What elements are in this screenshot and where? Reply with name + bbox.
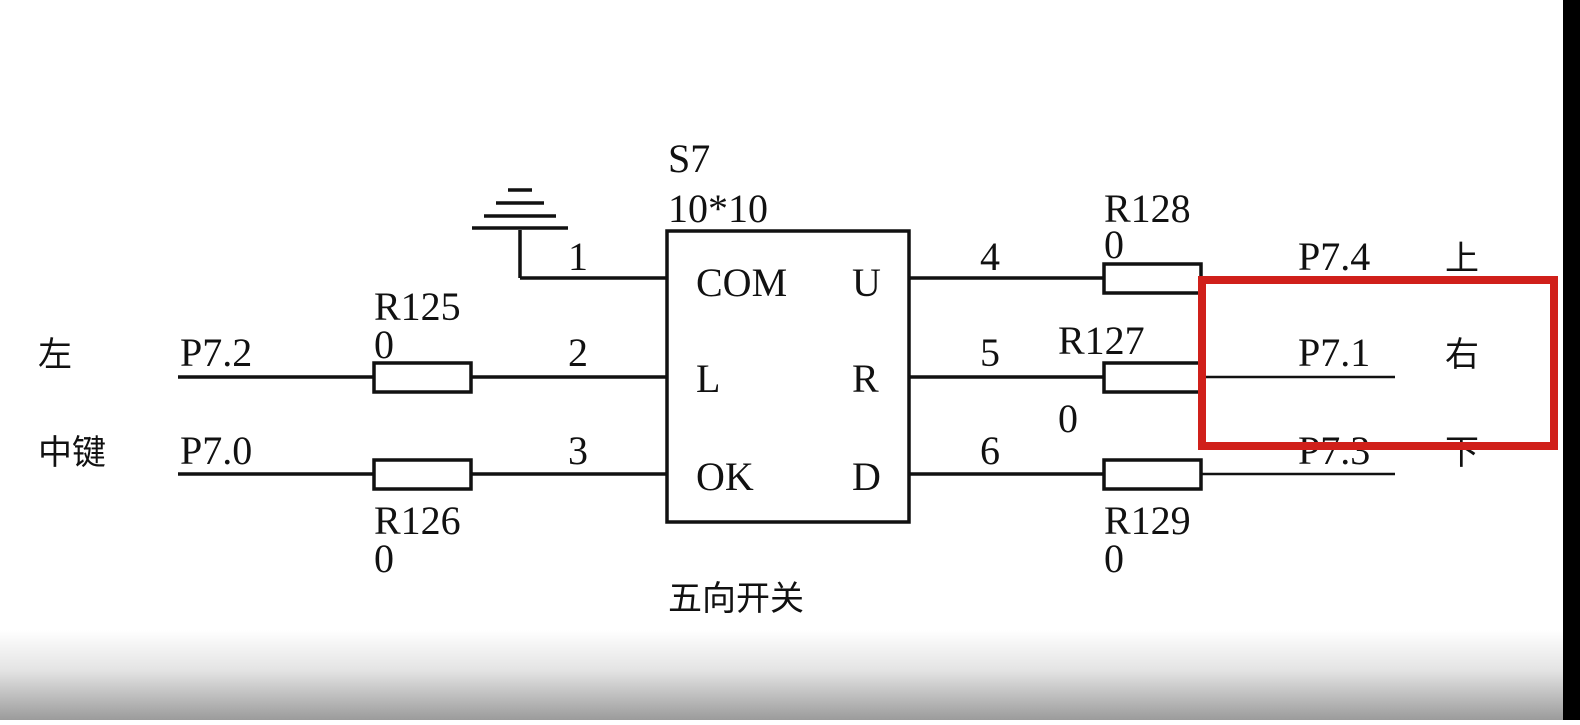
resistor-r129-ref: R129 [1104, 498, 1191, 543]
ground-symbol [472, 188, 568, 278]
pin-label-u: U [852, 260, 881, 305]
net-label-p7-2: P7.2 [180, 330, 252, 375]
resistor-r127-value: 0 [1058, 396, 1078, 441]
resistor-r129-value: 0 [1104, 536, 1124, 581]
pin-label-l: L [696, 356, 720, 401]
highlight-box [1198, 276, 1558, 450]
resistor-r125-ref: R125 [374, 284, 461, 329]
switch-body [665, 229, 911, 524]
resistor-r127 [1102, 361, 1203, 394]
switch-caption: 五向开关 [668, 579, 804, 619]
direction-label-left: 左 [38, 335, 72, 375]
pin-number-4: 4 [980, 234, 1000, 279]
net-label-p7-1: P7.1 [1298, 330, 1370, 375]
net-label-p7-3: P7.3 [1298, 428, 1370, 473]
resistor-r125-value: 0 [374, 322, 394, 367]
resistor-r125 [372, 361, 473, 394]
resistor-r126-value: 0 [374, 536, 394, 581]
direction-label-center: 中键 [38, 433, 106, 473]
pin-number-1: 1 [568, 234, 588, 279]
resistor-r128-value: 0 [1104, 222, 1124, 267]
switch-size: 10*10 [668, 186, 768, 231]
pin-number-5: 5 [980, 330, 1000, 375]
resistor-r129 [1102, 458, 1203, 491]
resistor-r128 [1102, 262, 1203, 295]
direction-label-right: 右 [1445, 335, 1479, 375]
resistor-r126 [372, 458, 473, 491]
pin-label-ok: OK [696, 454, 754, 499]
resistor-r128-ref: R128 [1104, 186, 1191, 231]
direction-label-up: 上 [1445, 239, 1479, 279]
pin-number-3: 3 [568, 428, 588, 473]
resistor-r126-ref: R126 [374, 498, 461, 543]
pin-number-2: 2 [568, 330, 588, 375]
pin-label-r: R [852, 356, 879, 401]
pin-label-d: D [852, 454, 881, 499]
resistor-r127-ref: R127 [1058, 318, 1145, 363]
net-label-p7-0: P7.0 [180, 428, 252, 473]
direction-label-down: 下 [1445, 433, 1479, 473]
net-label-p7-4: P7.4 [1298, 234, 1370, 279]
pin-number-6: 6 [980, 428, 1000, 473]
pin-label-com: COM [696, 260, 787, 305]
window-edge [1563, 0, 1580, 720]
switch-designator: S7 [668, 136, 710, 181]
